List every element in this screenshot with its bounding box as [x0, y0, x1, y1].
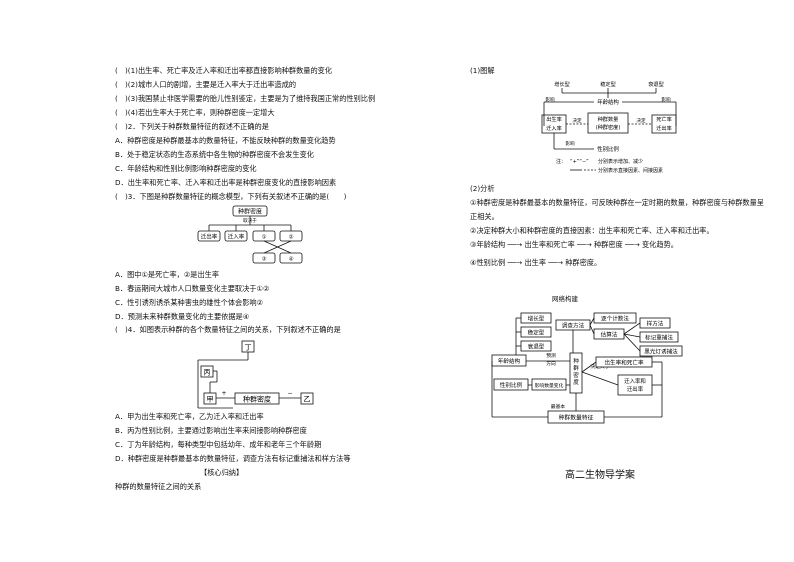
q4-option-c: C．丁为年龄结构，每种类型中包括幼年、成年和老年三个年龄期 — [115, 440, 322, 449]
footer-title: 高二生物导学案 — [565, 470, 635, 481]
net-predict-2: 方向 — [546, 360, 556, 367]
summary-subheading: 种群的数量特征之间的关系 — [115, 482, 202, 491]
analysis-1: ①种群密度是种群最基本的数量特征，可反映种群在一定时期的数量，种群密度与种群数量… — [470, 198, 764, 207]
q3-stem: ( )3．下图是种群数量特征的概念模型，下列有关叙述不正确的是( ) — [115, 192, 347, 201]
net-basic: 最基本 — [551, 403, 566, 410]
model-circle-4: ④ — [289, 257, 294, 263]
network-title: 网络构建 — [552, 295, 578, 303]
model-circle-3: ③ — [262, 257, 267, 263]
plus-sign: + — [221, 390, 226, 397]
q3-option-c: C．性引诱剂诱杀某种害虫的雄性个体会影响② — [115, 298, 264, 307]
q4-stem: ( )4．如图表示种群的各个数量特征之间的关系，下列叙述不正确的是 — [115, 325, 341, 334]
affect-right: 影响 — [661, 96, 671, 103]
label-bing: 丙 — [204, 369, 211, 377]
density-label-bottom: (种群密度) — [596, 123, 621, 131]
type-declining: 衰退型 — [648, 80, 664, 88]
decide-left: 决定 — [572, 117, 582, 124]
q3-option-b: B．春运期间大城市人口数量变化主要取决于①② — [115, 284, 270, 293]
model-immig: 迁入率 — [228, 233, 245, 241]
judgment-4: ( )(4)若出生率大于死亡率，则种群密度一定增大 — [115, 108, 275, 117]
net-type-1: 增长型 — [528, 315, 545, 323]
q4-relation-diagram: 丁 丙 甲 种群密度 乙 + − — [197, 340, 314, 409]
q2-option-d: D．出生率和死亡率、迁入率和迁出率是种群密度变化的直接影响因素 — [115, 178, 337, 187]
q3-concept-model: 种群密度 取决于 迁出率 迁入率 ① ② ③ ④ — [197, 205, 303, 264]
net-features: 种群数量特征 — [559, 414, 594, 422]
net-center-1: 种 — [573, 357, 579, 365]
q3-option-a: A．图中①是死亡率，②是出生率 — [115, 270, 220, 279]
judgment-3: ( )(3)我国禁止非医学需要的胎儿性别鉴定，主要是为了维持我国正常的性别比例 — [115, 94, 376, 103]
type-stable: 稳定型 — [600, 80, 616, 88]
type-increasing: 增长型 — [554, 80, 570, 88]
legend-1: 分别表示增加、减少 — [598, 158, 643, 165]
section-1-label: (1)图解 — [470, 66, 495, 75]
model-circle-1: ① — [262, 235, 267, 241]
section-2-label: (2)分析 — [470, 184, 495, 193]
summary-heading: 【核心归纳】 — [200, 468, 244, 477]
q3-option-d: D．预测未来种群数量变化的主要依据是④ — [115, 312, 250, 321]
analysis-2: ②决定种群大小和种群密度的直接因素：出生率和死亡率、迁入率和迁出率。 — [470, 226, 714, 235]
net-mark: 标记重捕法 — [645, 334, 673, 342]
population-feature-diagram: 增长型 稳定型 衰退型 影响 影响 年龄结构 种群数量 (种群密度) 出生率 迁… — [541, 80, 677, 174]
net-count: 逐个计数法 — [601, 315, 629, 323]
model-emig: 迁出率 — [201, 233, 218, 241]
net-estimate: 估算法 — [601, 331, 618, 339]
death-rate-label: 死亡率 — [656, 115, 672, 123]
net-center-2: 群 — [573, 364, 579, 372]
q2-stem: ( )2．下列关于种群数量特征的叙述不正确的是 — [115, 122, 269, 131]
decide-right: 决定 — [636, 117, 646, 124]
net-center-3: 密 — [573, 371, 579, 379]
affect-sex: 影响 — [565, 140, 575, 147]
judgment-2: ( )(2)城市人口的剧增，主要是迁入率大于迁出率造成的 — [115, 80, 297, 89]
label-jia: 甲 — [207, 396, 214, 404]
net-type-2: 稳定型 — [528, 329, 545, 337]
net-center-4: 度 — [573, 378, 579, 386]
legend-plus: “+”“−” — [570, 159, 589, 165]
q4-option-b: B．丙为性别比例，主要通过影响出生率来间接影响种群密度 — [115, 426, 307, 435]
q2-option-b: B．处于稳定状态的生态系统中各生物的种群密度不会发生变化 — [115, 150, 314, 159]
immigration-label: 迁入率 — [546, 124, 562, 132]
net-im-2: 迁出率 — [627, 385, 644, 393]
net-light: 黑光灯诱捕法 — [644, 348, 678, 356]
legend-title: 注： — [556, 158, 566, 165]
q4-option-a: A．甲为出生率和死亡率，乙为迁入率和迁出率 — [115, 412, 264, 421]
judgment-1: ( )(1)出生率、死亡率及迁入率和迁出率都直接影响种群数量的变化 — [115, 66, 333, 75]
label-ding: 丁 — [245, 344, 252, 352]
emigration-label: 迁出率 — [656, 124, 672, 132]
age-structure-label: 年龄结构 — [597, 98, 619, 106]
net-affect: 影响数量变化 — [535, 382, 564, 389]
net-age: 年龄结构 — [498, 357, 521, 365]
analysis-4: ④性别比例 ──→ 出生率 ──→ 种群密度。 — [470, 258, 602, 267]
birth-rate-label: 出生率 — [546, 115, 562, 123]
minus-sign: − — [287, 390, 292, 397]
net-method: 调查方法 — [562, 322, 585, 330]
net-quadrat: 样方法 — [647, 320, 664, 328]
q4-option-d: D．种群密度是种群最基本的数量特征，调查方法有标记重捕法和样方法等 — [115, 454, 351, 463]
sex-ratio-label: 性别比例 — [597, 145, 619, 153]
label-yi: 乙 — [304, 396, 311, 404]
analysis-3: ③年龄结构 ──→ 出生率和死亡率 ──→ 种群密度 ──→ 变化趋势。 — [470, 240, 678, 249]
analysis-1b: 正相关。 — [470, 212, 499, 221]
density-label-top: 种群数量 — [598, 115, 619, 123]
legend-2: 分别表示直接因素、间接因素 — [598, 167, 663, 174]
net-type-3: 衰退型 — [528, 343, 545, 351]
model-circle-2: ② — [289, 234, 294, 241]
model-top-label: 种群密度 — [238, 208, 262, 216]
q2-option-a: A．种群密度是种群最基本的数量特征，不能反映种群的数量变化趋势 — [115, 136, 336, 145]
net-im-1: 迁入率和 — [624, 377, 646, 385]
net-bd: 出生率和死亡率 — [604, 359, 644, 367]
network-concept-map: 增长型 稳定型 衰退型 调查方法 逐个计数法 估算法 样方法 标记重捕法 黑光灯… — [491, 312, 683, 424]
label-density: 种群密度 — [243, 395, 271, 404]
net-sex: 性别比例 — [500, 381, 523, 389]
q2-option-c: C．年龄结构和性别比例影响种群密度的变化 — [115, 164, 257, 173]
net-predict-1: 预测 — [546, 352, 556, 359]
affect-left: 影响 — [545, 96, 555, 103]
